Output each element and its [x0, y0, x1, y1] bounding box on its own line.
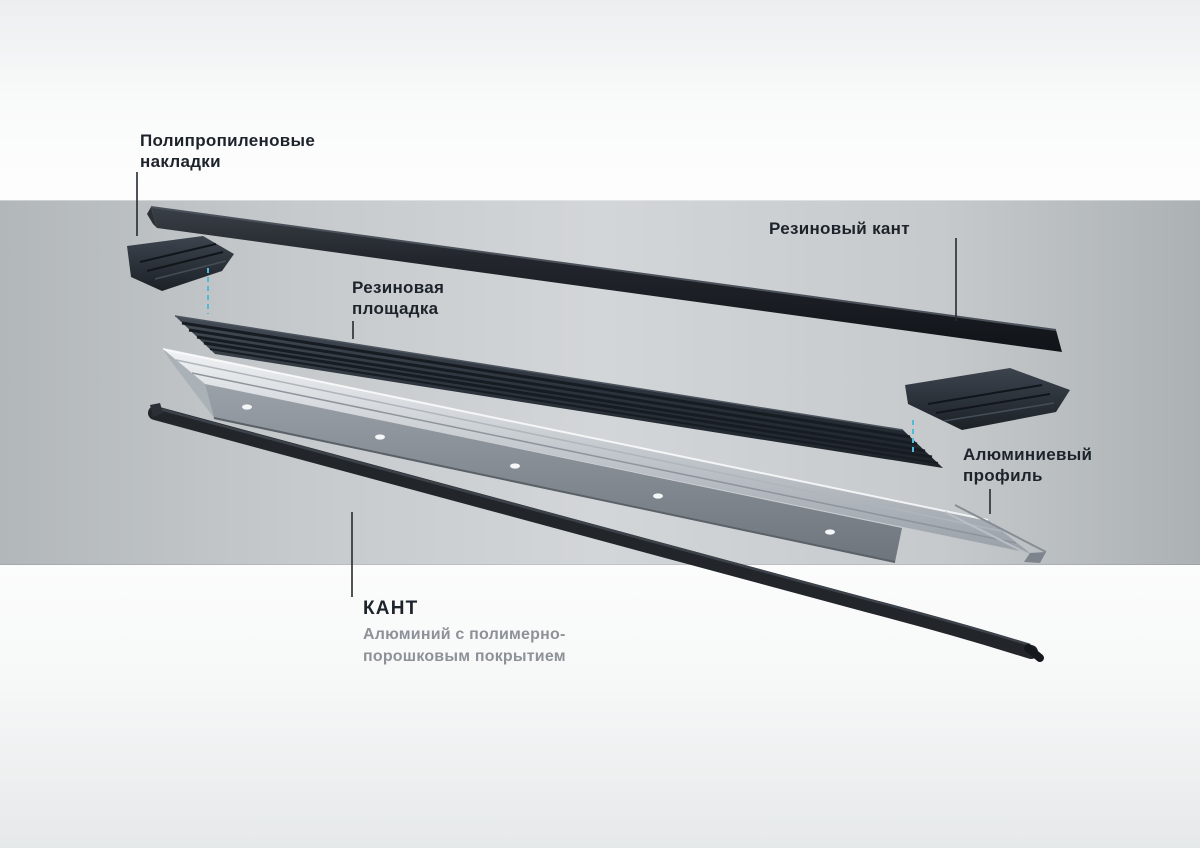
label-rubber-platform-line2: площадка: [352, 299, 439, 318]
part-aluminum-profile: [162, 348, 1047, 563]
label-aluminum-profile-line1: Алюминиевый: [963, 445, 1093, 464]
label-aluminum-profile-line2: профиль: [963, 466, 1043, 485]
profile-hole: [825, 529, 835, 535]
profile-hole: [242, 404, 252, 410]
profile-hole: [653, 493, 663, 499]
part-pad-left: [127, 236, 234, 291]
label-kant-subtitle-line2: порошковым покрытием: [363, 648, 566, 665]
label-polypropylene-pads-line1: Полипропиленовые: [140, 131, 316, 150]
label-rubber-edge-text: Резиновый кант: [769, 219, 910, 238]
part-rubber-platform: [174, 315, 943, 468]
label-polypropylene-pads: Полипропиленовые накладки: [140, 130, 315, 172]
label-aluminum-profile: Алюминиевый профиль: [963, 444, 1092, 486]
part-pad-right: [905, 368, 1070, 430]
label-rubber-edge: Резиновый кант: [769, 218, 910, 239]
label-kant-subtitle: Алюминий с полимерно- порошковым покрыти…: [363, 624, 566, 668]
label-kant-title: КАНТ: [363, 598, 418, 619]
label-kant-subtitle-line1: Алюминий с полимерно-: [363, 626, 566, 643]
label-polypropylene-pads-line2: накладки: [140, 152, 221, 171]
label-kant-title-text: КАНТ: [363, 598, 419, 619]
profile-hole: [375, 434, 385, 440]
label-rubber-platform-line1: Резиновая: [352, 278, 445, 297]
part-kant-edge: [148, 403, 1044, 662]
profile-hole: [510, 463, 520, 469]
part-rubber-edge-strip: [147, 206, 1062, 352]
label-rubber-platform: Резиновая площадка: [352, 277, 444, 319]
